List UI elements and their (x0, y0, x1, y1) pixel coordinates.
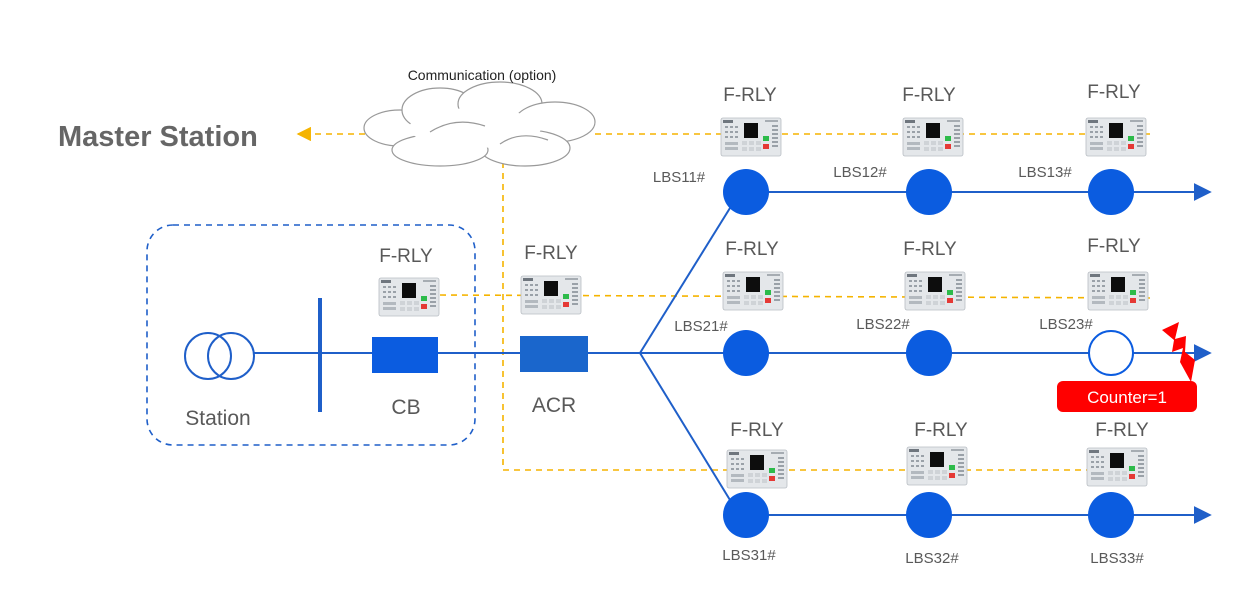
branch-lower (639, 352, 731, 501)
lbs22-label: LBS22# (856, 316, 910, 333)
relay-device-icon (904, 271, 966, 311)
relay-device-icon (1085, 117, 1147, 157)
relay-device-icon (520, 275, 582, 315)
lbs33-label: LBS33# (1090, 550, 1144, 567)
node-lbs31 (723, 492, 769, 538)
relay-device-icon (1087, 271, 1149, 311)
node-lbs32 (906, 492, 952, 538)
lbs21-label: LBS21# (674, 318, 728, 335)
lbs13-label: LBS13# (1018, 164, 1072, 181)
node-lbs33 (1088, 492, 1134, 538)
station-enclosure (146, 224, 476, 446)
relay-label: F-RLY (730, 420, 784, 441)
relay-label: F-RLY (1095, 420, 1149, 441)
station-label: Station (185, 407, 250, 430)
node-lbs12 (906, 169, 952, 215)
cloud-icon (363, 81, 596, 167)
lbs11-label: LBS11# (653, 169, 706, 186)
relay-device-icon (1086, 447, 1148, 487)
relay-device-icon (720, 117, 782, 157)
comm-line-feeder2 (439, 294, 1151, 299)
relay-label: F-RLY (725, 239, 779, 260)
relay-device-icon (378, 277, 440, 317)
node-lbs21 (723, 330, 769, 376)
relay-label: F-RLY (723, 85, 777, 106)
counter-badge (1057, 381, 1197, 412)
relay-label: F-RLY (1087, 236, 1141, 257)
relay-label: F-RLY (903, 239, 957, 260)
relay-labels: F-RLY F-RLY F-RLY F-RLY F-RLY F-RLY F-RL… (379, 82, 1149, 441)
cb-label: CB (391, 396, 420, 419)
lbs12-label: LBS12# (833, 164, 887, 181)
relay-device-icon (722, 271, 784, 311)
relay-device-icon (726, 449, 788, 489)
lbs23-label: LBS23# (1039, 316, 1093, 333)
lbs32-label: LBS32# (905, 550, 959, 567)
acr-recloser (520, 336, 588, 372)
relay-device-icon (902, 117, 964, 157)
cb-breaker (372, 337, 438, 373)
node-lbs22 (906, 330, 952, 376)
node-lbs13 (1088, 169, 1134, 215)
node-lbs23-open (1088, 330, 1134, 376)
acr-label: ACR (532, 394, 576, 417)
counter-text: Counter=1 (1087, 388, 1167, 407)
transformer-icon (184, 332, 255, 380)
relay-label: F-RLY (914, 420, 968, 441)
lbs31-label: LBS31# (722, 547, 776, 564)
relay-label: F-RLY (379, 246, 433, 267)
relay-device-icon (906, 446, 968, 486)
switch-nodes (723, 169, 1134, 538)
relay-label: F-RLY (524, 243, 578, 264)
relay-label: F-RLY (902, 85, 956, 106)
master-station-label: Master Station (58, 121, 258, 153)
switch-labels: LBS11# LBS12# LBS13# LBS21# LBS22# LBS23… (653, 164, 1144, 567)
lightning-fault-icon (1162, 322, 1195, 382)
relay-label: F-RLY (1087, 82, 1141, 103)
branch-upper (639, 207, 731, 354)
node-lbs11 (723, 169, 769, 215)
communication-label: Communication (option) (408, 67, 557, 83)
